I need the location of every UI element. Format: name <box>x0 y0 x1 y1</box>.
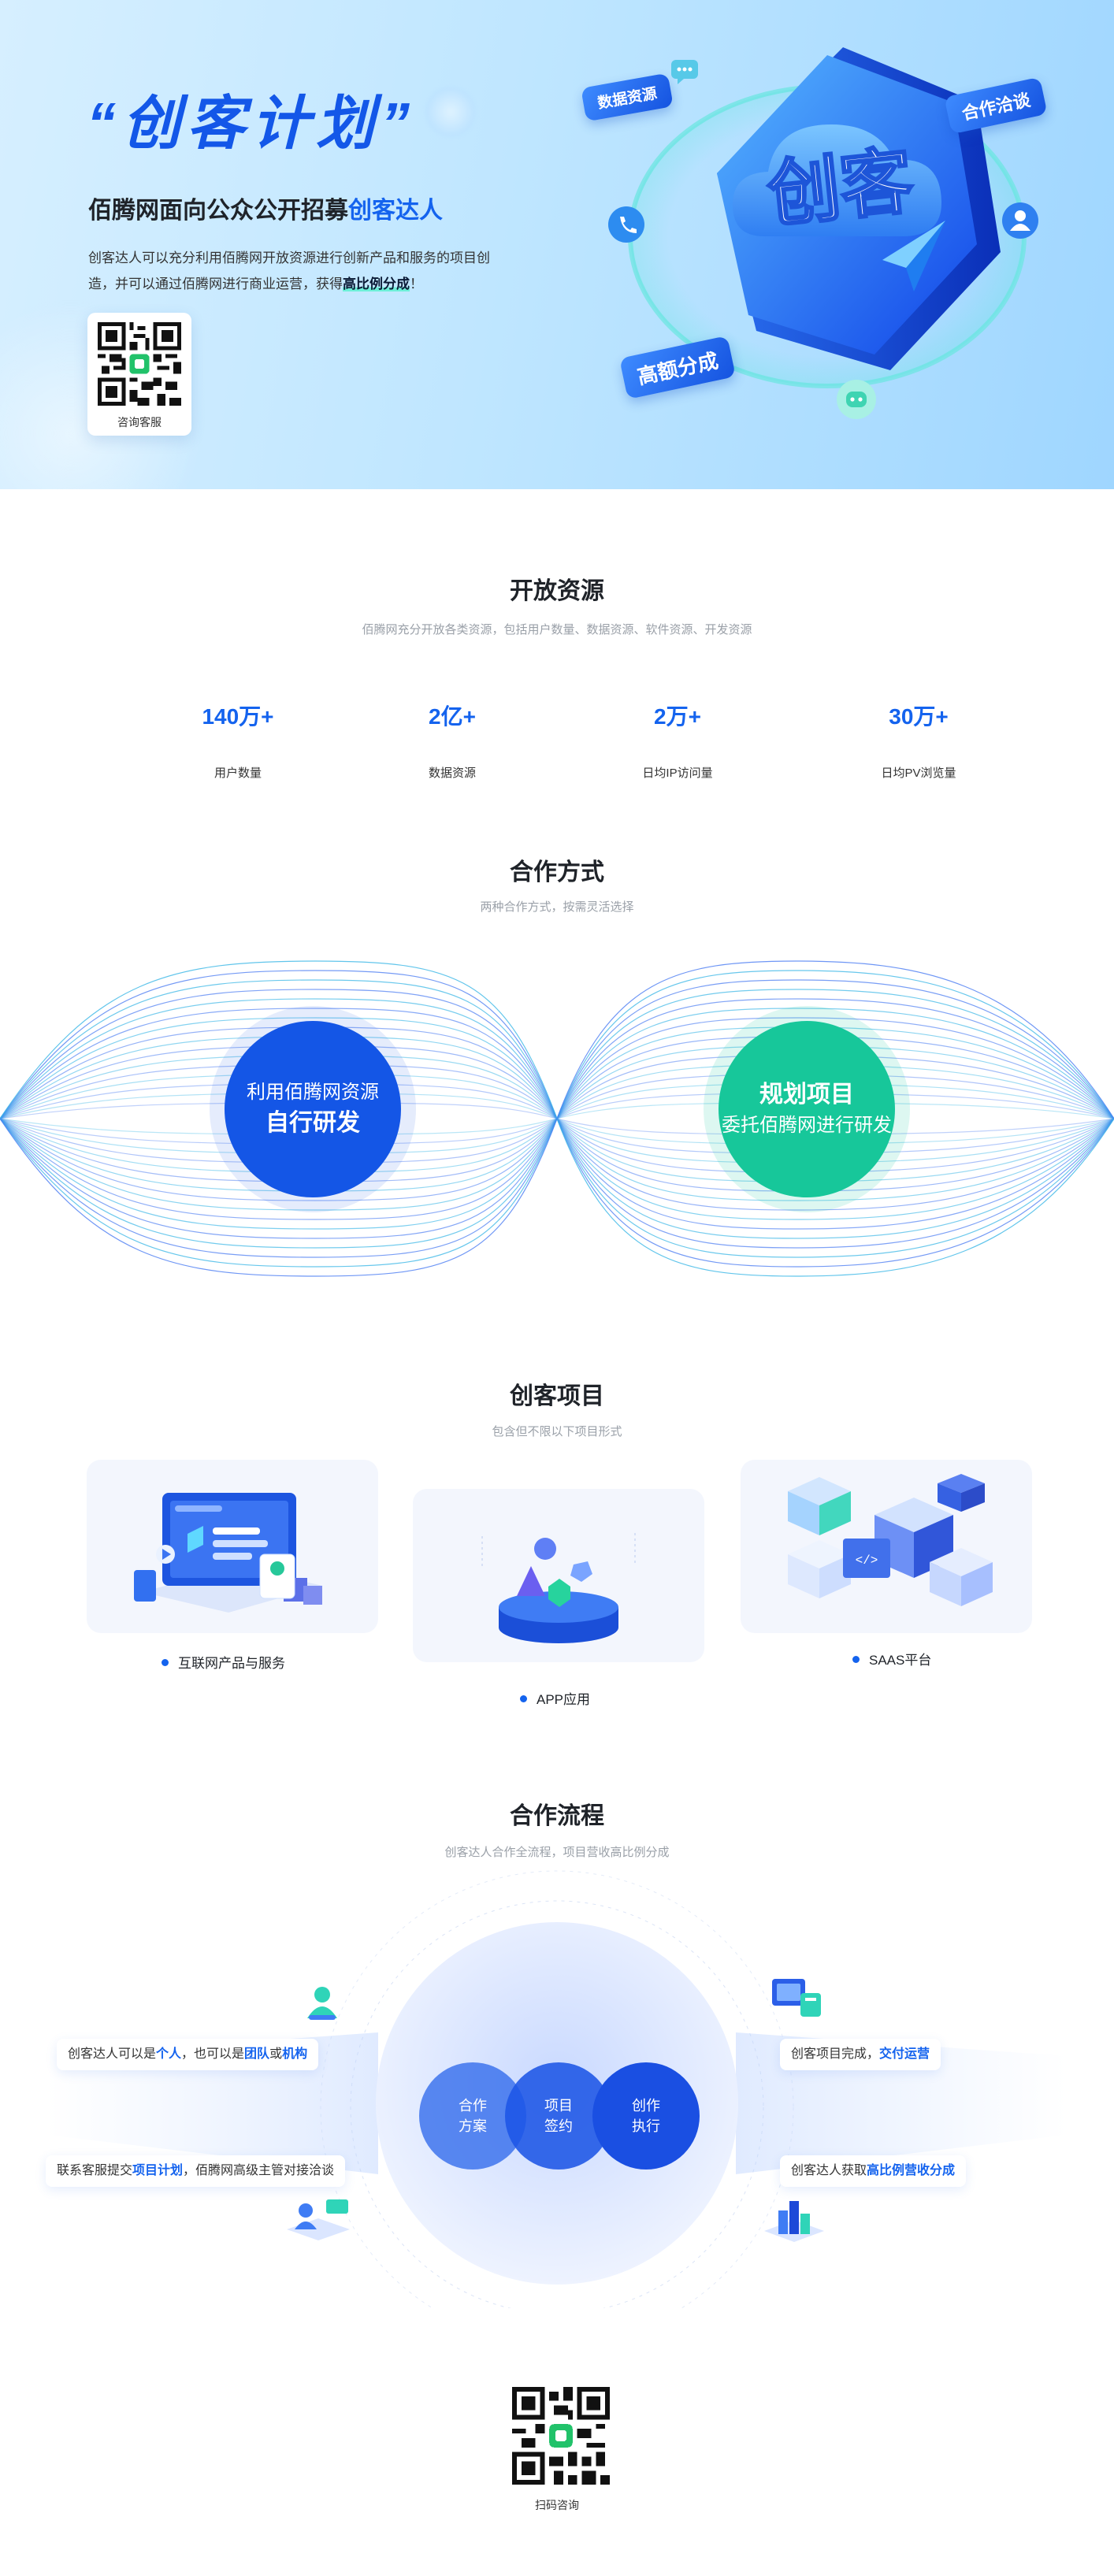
resources-title: 开放资源 <box>510 578 604 604</box>
step-plan: 合作方案 <box>419 2062 526 2170</box>
stat-label: 日均PV浏览量 <box>881 766 956 780</box>
decor-bubble <box>425 87 476 137</box>
projects-subtitle: 包含但不限以下项目形式 <box>492 1425 622 1438</box>
mode-self-dev[interactable]: 利用佰腾网资源 自行研发 <box>225 1021 401 1197</box>
process-subtitle: 创客达人合作全流程，项目营收高比例分成 <box>444 1846 670 1859</box>
step-line: 项目 <box>544 2098 573 2114</box>
hero-description: 创客达人可以充分利用佰腾网开放资源进行创新产品和服务的项目创造，并可以通过佰腾网… <box>88 245 498 297</box>
cooperation-title: 合作方式 <box>510 859 604 885</box>
user-icon <box>1002 202 1038 239</box>
note-text: ，也可以是 <box>181 2047 245 2061</box>
note-text: ，佰腾网高级主管对接洽谈 <box>183 2164 335 2177</box>
note-text: 创客达人可以是 <box>68 2047 157 2061</box>
note-text: 创客达人获取 <box>791 2164 867 2177</box>
note-highlight: 机构 <box>282 2047 308 2061</box>
step-line: 执行 <box>632 2118 660 2134</box>
resources-subtitle: 佰腾网充分开放各类资源，包括用户数量、数据资源、软件资源、开发资源 <box>362 623 752 637</box>
project-label-app: APP应用 <box>520 1688 590 1708</box>
step-line: 方案 <box>459 2118 487 2134</box>
cubes-illustration-icon: </> <box>788 1474 993 1606</box>
note-text: 或 <box>269 2047 283 2061</box>
mode-outsource[interactable]: 规划项目 委托佰腾网进行研发 <box>719 1021 895 1197</box>
note-highlight: 高比例营收分成 <box>867 2164 956 2177</box>
hero-subtitle: 佰腾网面向公众公开招募创客达人 <box>88 199 443 223</box>
code-glyph: </> <box>856 1553 878 1568</box>
phone-icon <box>608 206 644 243</box>
mode-line1: 规划项目 <box>759 1082 854 1108</box>
monitor-illustration-icon <box>134 1493 323 1613</box>
hero-subtitle-text: 佰腾网面向公众公开招募 <box>88 198 348 224</box>
stat-label: 数据资源 <box>428 766 476 780</box>
flow-note-delivery: 创客项目完成，交付运营 <box>780 2039 941 2070</box>
hero-desc-suffix: ！ <box>410 277 423 291</box>
stat-ip: 2万+ 日均IP访问量 <box>599 700 756 781</box>
stat-label: 日均IP访问量 <box>642 766 713 780</box>
hero-illustration: 创客 数据资源 合作洽谈 高额分成 <box>581 24 1048 465</box>
hero-badge-text: 创客 <box>763 141 917 236</box>
step-line: 合作 <box>459 2098 487 2114</box>
dashboard-icon <box>772 1979 821 2017</box>
project-label-saas: SAAS平台 <box>852 1649 931 1668</box>
stat-value: 2亿+ <box>429 704 476 729</box>
project-card-saas[interactable]: </> <box>741 1460 1032 1633</box>
chat-bubble-icon <box>671 60 698 84</box>
step-line: 签约 <box>544 2118 573 2134</box>
stat-value: 30万+ <box>889 704 949 729</box>
hero-qr-caption: 咨询客服 <box>117 416 162 429</box>
hero-qr-card[interactable]: 咨询客服 <box>87 313 191 436</box>
qr-code-icon <box>98 322 181 406</box>
process-title: 合作流程 <box>510 1803 604 1829</box>
step-line: 创作 <box>632 2098 660 2114</box>
flow-note-who: 创客达人可以是个人，也可以是团队或机构 <box>57 2039 319 2070</box>
person-icon <box>307 1987 337 2020</box>
footer-qr[interactable] <box>512 2387 610 2485</box>
project-card-app[interactable] <box>413 1489 704 1662</box>
stat-pv: 30万+ 日均PV浏览量 <box>840 700 997 781</box>
wave-line <box>0 960 1114 1277</box>
stat-users: 140万+ 用户数量 <box>159 700 317 781</box>
stat-data: 2亿+ 数据资源 <box>373 700 531 781</box>
stat-value: 2万+ <box>654 704 701 729</box>
step-execute: 创作执行 <box>592 2062 700 2170</box>
bar-stack-icon <box>764 2201 824 2242</box>
wave-decoration <box>0 960 1114 1277</box>
mode-line1: 利用佰腾网资源 <box>247 1082 379 1103</box>
note-highlight: 个人 <box>156 2047 182 2061</box>
hero-banner: “创客计划” 佰腾网面向公众公开招募创客达人 创客达人可以充分利用佰腾网开放资源… <box>0 0 1114 489</box>
mode-line2: 自行研发 <box>266 1110 360 1136</box>
stat-label: 用户数量 <box>214 766 262 780</box>
mode-line2: 委托佰腾网进行研发 <box>722 1115 892 1136</box>
hero-desc-text: 创客达人可以充分利用佰腾网开放资源进行创新产品和服务的项目创造，并可以通过佰腾网… <box>88 251 490 291</box>
note-highlight: 项目计划 <box>132 2164 184 2177</box>
note-highlight: 交付运营 <box>879 2047 930 2061</box>
flow-note-submit: 联系客服提交项目计划，佰腾网高级主管对接洽谈 <box>46 2155 346 2187</box>
note-highlight: 团队 <box>244 2047 270 2061</box>
qr-code-icon <box>512 2387 610 2485</box>
hero-title: “创客计划” <box>87 91 416 156</box>
platform-illustration-icon <box>481 1533 636 1643</box>
robot-icon <box>837 380 876 419</box>
project-card-internet[interactable] <box>87 1460 378 1633</box>
note-text: 创客项目完成， <box>791 2047 880 2061</box>
projects-title: 创客项目 <box>510 1383 604 1409</box>
footer-qr-caption: 扫码咨询 <box>535 2499 579 2511</box>
hero-desc-highlight: 高比例分成 <box>343 277 410 291</box>
hero-subtitle-highlight: 创客达人 <box>348 198 443 224</box>
cooperation-subtitle: 两种合作方式，按需灵活选择 <box>480 900 634 914</box>
project-label-internet: 互联网产品与服务 <box>162 1652 285 1672</box>
flow-note-revenue: 创客达人获取高比例营收分成 <box>780 2155 967 2187</box>
hero-hexagon-graphic: 创客 <box>628 47 1027 388</box>
meeting-icon <box>287 2199 350 2240</box>
stat-value: 140万+ <box>202 704 274 729</box>
note-text: 联系客服提交 <box>57 2164 133 2177</box>
